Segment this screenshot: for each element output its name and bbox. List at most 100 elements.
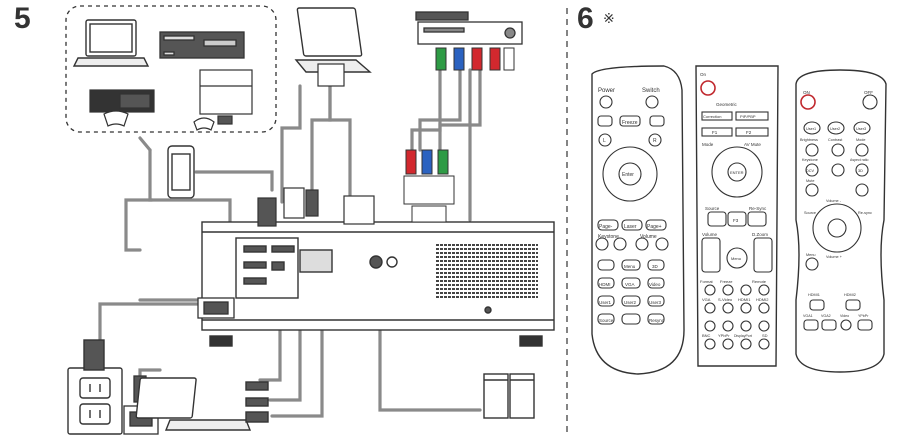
dcv-label: DCV (806, 169, 814, 173)
off-button (862, 94, 878, 110)
contrast-label: Contrast (828, 138, 843, 142)
remote-b-buttons (700, 80, 773, 350)
video-label: Video (649, 282, 661, 287)
switch-button (645, 95, 659, 109)
note-symbol: ※ (603, 10, 615, 26)
brightness-label: Brightness (800, 138, 818, 142)
game-console-icon (193, 69, 253, 131)
mode-label: Mode (702, 142, 714, 147)
off-label: OFF (864, 90, 873, 95)
3d-label: 3D (652, 264, 659, 269)
volume-label: Volume (702, 232, 718, 237)
on-button (800, 94, 816, 110)
step-number-6: 6 (577, 2, 594, 35)
pageminus-button (597, 219, 619, 231)
bnc-label: BNC (702, 333, 711, 338)
pip-label: PIP/PBP (740, 114, 756, 119)
menu-label: Menu (806, 253, 816, 257)
hdmi1-label: HDMI1 (738, 297, 751, 302)
remote-c-buttons (800, 94, 878, 331)
on-label: On (700, 72, 707, 77)
power-plug-icon (197, 297, 235, 319)
user1-label: User1 (806, 127, 816, 131)
freeze-button (619, 115, 641, 127)
dvd-player-icon (159, 31, 245, 59)
pageplus-button (645, 219, 667, 231)
aspect-label: Aspect ratio (850, 158, 869, 162)
vga1-label: VGA1 (803, 314, 813, 318)
f3-label: F3 (733, 218, 739, 223)
menu-button (726, 247, 748, 269)
vga-plug-icon (257, 63, 375, 227)
volume-minus-label: Volume - (826, 199, 842, 203)
video-label: Video (840, 314, 849, 318)
switch-label: Switch (642, 88, 660, 94)
hdmi1-label: HDMI1 (808, 293, 820, 297)
resync-label: Resync (649, 318, 665, 323)
vga-label: VGA (702, 297, 711, 302)
enter-label: Enter (622, 172, 634, 178)
smartphone-icon (167, 145, 195, 199)
3d-label: 3D (858, 169, 863, 173)
source-label: Source (599, 318, 614, 323)
menu-label: Menu (731, 256, 741, 261)
on-label: ON (803, 90, 810, 95)
user2-label: User2 (830, 127, 840, 131)
svideo-label: S-Video (718, 297, 733, 302)
menu-label: Menu (624, 264, 636, 269)
step-number-5: 5 (14, 2, 31, 35)
enter-label: ENTER (730, 170, 744, 175)
volume-plus-label: Volume + (826, 255, 843, 259)
volume-label: Volume (640, 234, 657, 240)
remote-label: Remote (752, 279, 767, 284)
power-button (599, 95, 613, 109)
resync-label: Re-Sync (749, 206, 767, 211)
projector-body (201, 221, 555, 347)
component-plugs-bottom (403, 149, 455, 223)
hdmi2-label: HDMI2 (756, 297, 769, 302)
power-label: Power (598, 88, 615, 94)
displayport-label: DisplayPort (734, 334, 752, 338)
on-button (700, 80, 716, 96)
laser-button (621, 219, 643, 231)
format-label: Format (700, 279, 714, 284)
keystone-label: Keystone (598, 234, 619, 240)
remote-c-labels: ON OFF User1 User2 User3 Brightness Cont… (800, 90, 873, 318)
f2-label: F2 (746, 130, 752, 135)
component-plugs-top (435, 47, 515, 71)
freeze-label: Freeze (720, 279, 733, 284)
f1-label: F1 (712, 130, 718, 135)
ypbpr-label: YPbPr (718, 333, 730, 338)
user2-label: User2 (624, 300, 637, 305)
mode-label: Mode (856, 138, 866, 142)
geometric-label: Geometric (716, 102, 738, 107)
dzoom-label: D.Zoom (752, 232, 768, 237)
freeze-label: Freeze (622, 120, 638, 126)
speakers-icon (483, 373, 535, 419)
menu-button (805, 257, 819, 271)
source-devices-group (65, 5, 277, 133)
avmute-label: AV Mute (744, 142, 761, 147)
remote-a-labels: Power Switch Freeze L R Enter Page- Lase… (598, 88, 665, 323)
av-receiver-icon (415, 11, 523, 45)
laptop-icon (72, 19, 150, 67)
source-label: Source (705, 206, 720, 211)
game-console-icon (89, 89, 155, 127)
enter-button (727, 162, 747, 182)
r-label: R (653, 138, 657, 144)
vga2-label: VGA2 (821, 314, 831, 318)
l-label: L (603, 138, 606, 144)
remote-a-buttons (595, 95, 669, 325)
correction-label: Correction (703, 114, 721, 119)
laptop-bottom-icon (135, 377, 269, 431)
source-label: Source (804, 211, 816, 215)
laptop-top-icon (294, 7, 372, 73)
ypbpr-label: YPbPr (858, 314, 869, 318)
resync-label: Re-sync (858, 211, 872, 215)
remote-b-labels: On Geometric Correction PIP/PBP F1 F2 Mo… (700, 72, 769, 338)
sd-label: SD (762, 333, 768, 338)
user3-label: User3 (649, 300, 662, 305)
vga-label: VGA (625, 282, 635, 287)
user3-label: User3 (856, 127, 866, 131)
